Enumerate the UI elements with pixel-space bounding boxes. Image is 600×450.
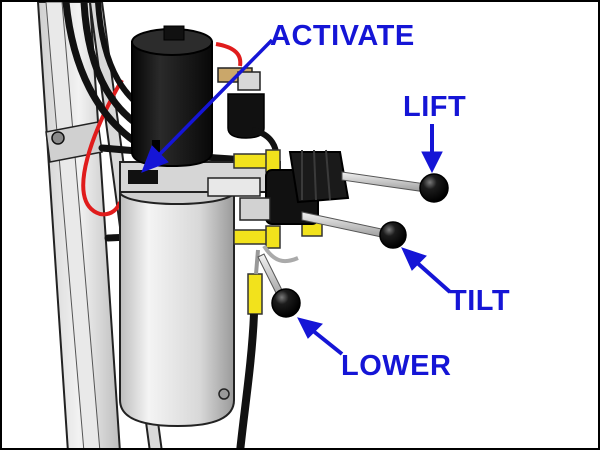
mount-bracket — [119, 161, 281, 197]
lift-label: LIFT — [403, 91, 467, 123]
arrow-down-left-icon — [141, 38, 274, 173]
control-valve-body — [239, 149, 350, 225]
arrow-down-icon — [421, 124, 443, 174]
arrow-up-left-icon — [401, 247, 452, 294]
arrow-up-left-icon — [297, 317, 344, 356]
tilt-knob — [379, 221, 407, 249]
solenoid — [217, 67, 280, 163]
lower-label: LOWER — [341, 350, 452, 382]
hydraulic-fittings — [233, 149, 323, 448]
activate-label: ACTIVATE — [270, 20, 415, 52]
reservoir-tank — [119, 179, 235, 428]
lift-knob — [419, 173, 449, 203]
lower-knob — [271, 288, 301, 318]
tilt-label: TILT — [449, 285, 511, 317]
pump-motor — [131, 25, 213, 168]
